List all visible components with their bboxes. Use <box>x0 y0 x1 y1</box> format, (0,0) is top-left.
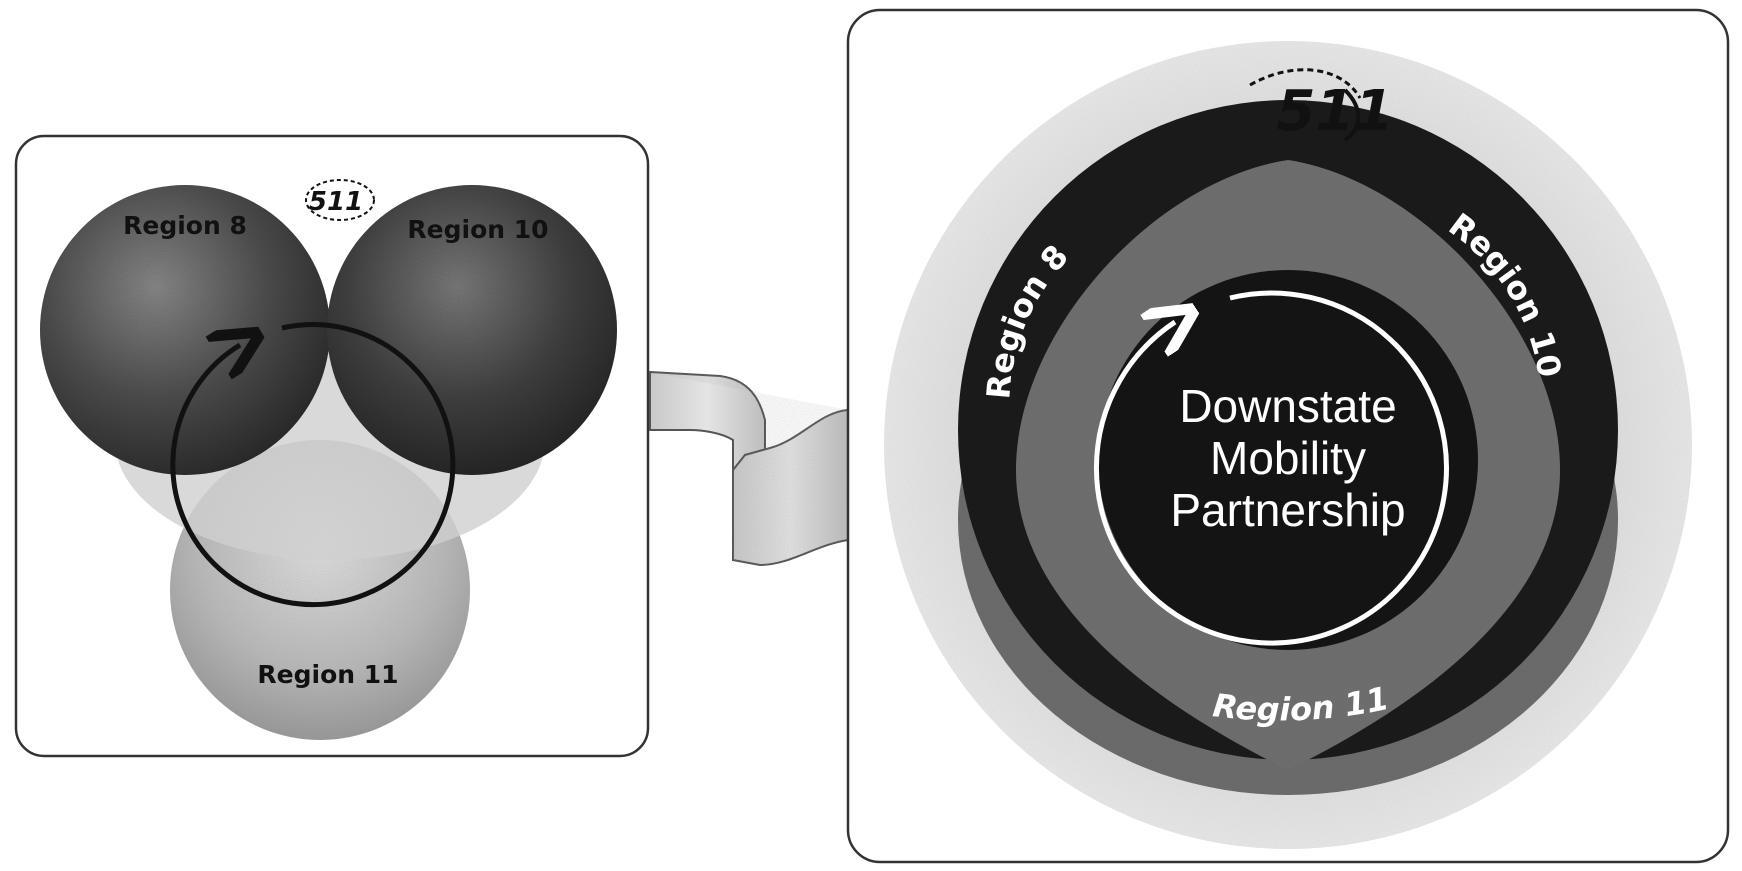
left-region-10-label: Region 10 <box>407 215 548 244</box>
right-511-logo-text: 511 <box>1277 79 1394 144</box>
left-511-logo-text: 511 <box>309 187 363 217</box>
left-region-8-label: Region 8 <box>123 211 247 240</box>
right-panel: 511 Region 8 Region 10 Region 11 Downsta… <box>848 10 1728 862</box>
center-title-line-3: Partnership <box>1170 484 1405 536</box>
ribbon-connector <box>650 372 848 565</box>
left-panel: 511 Region 8 Region 10 Region 11 <box>16 136 648 756</box>
center-title-line-1: Downstate <box>1179 380 1396 432</box>
left-region-11-label: Region 11 <box>257 660 398 689</box>
center-title-line-2: Mobility <box>1210 432 1366 484</box>
